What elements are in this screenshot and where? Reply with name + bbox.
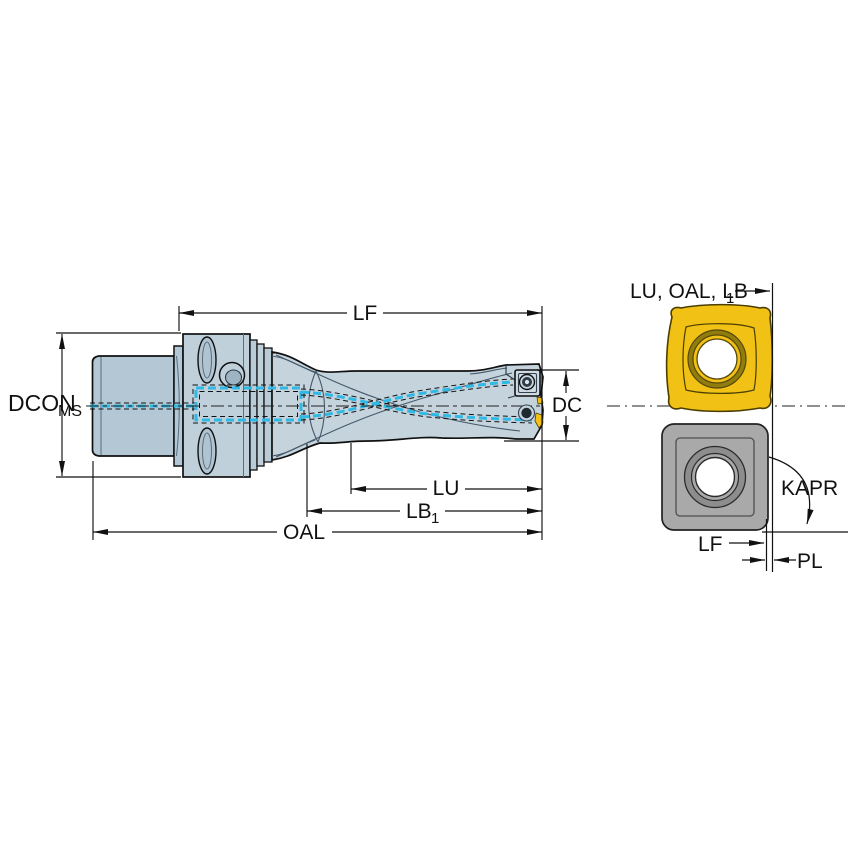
dim-lb1-label: LB [406,500,432,523]
center-screw-head [521,407,532,419]
gray-insert-ring-outer-edge [683,445,747,509]
yellow-insert-chipbreaker [682,323,757,394]
dim-dcon-label: DCON [8,390,76,416]
pl-label: PL [797,550,823,573]
dim-lf-label: LF [353,302,378,325]
gray-insert-ring [684,446,746,508]
gray-insert [661,423,769,531]
axial-ref-label: LU, OAL, LB [630,280,748,303]
yellow-insert-ring-inner-edge [692,334,742,384]
dim-oal-label: OAL [283,521,325,544]
gray-insert-ring-inner-edge [690,452,740,502]
peripheral-insert-face [517,372,538,394]
insert-ref-lines [762,283,848,572]
dim-dc-label: DC [552,394,582,417]
insert-pocket-line [505,365,516,381]
spacer-rings [249,339,273,471]
coolant-side-hole-bore [224,369,243,386]
gray-insert-face [675,437,755,517]
coolant-channel-rect [192,384,305,424]
drill-point [505,365,544,429]
gray-insert-hole [694,456,736,498]
flange-slot-bottom [197,427,217,475]
dim-dcon-sub-label: MS [58,403,82,420]
insert-view: LU, OAL, LB 1 KAPR LF PL [607,280,848,573]
kapr-arc [768,456,814,525]
flange-slot-top [197,336,217,384]
yellow-insert-ring [688,330,746,388]
yellow-insert-ring-outer-edge [687,329,747,389]
lf-insert-label: LF [698,533,723,556]
dim-lu-label: LU [433,477,460,500]
dimensions [56,306,579,540]
dim-lb1-sub-label: 1 [431,510,439,527]
axial-ref-sub-label: 1 [726,290,734,307]
center-insert-tip-lower [534,412,544,429]
drill-body [271,351,544,461]
flange-slot-bottom-inner [202,432,212,470]
tool-view: LF DCON MS DC LU LB 1 OAL [8,302,582,544]
pocket-edge-line [507,395,516,399]
yellow-insert-hole [696,338,738,380]
kapr-label: KAPR [781,477,838,500]
yellow-insert [665,303,774,413]
flange-slot-top-inner [202,341,212,379]
insert-screw-socket [524,379,530,385]
